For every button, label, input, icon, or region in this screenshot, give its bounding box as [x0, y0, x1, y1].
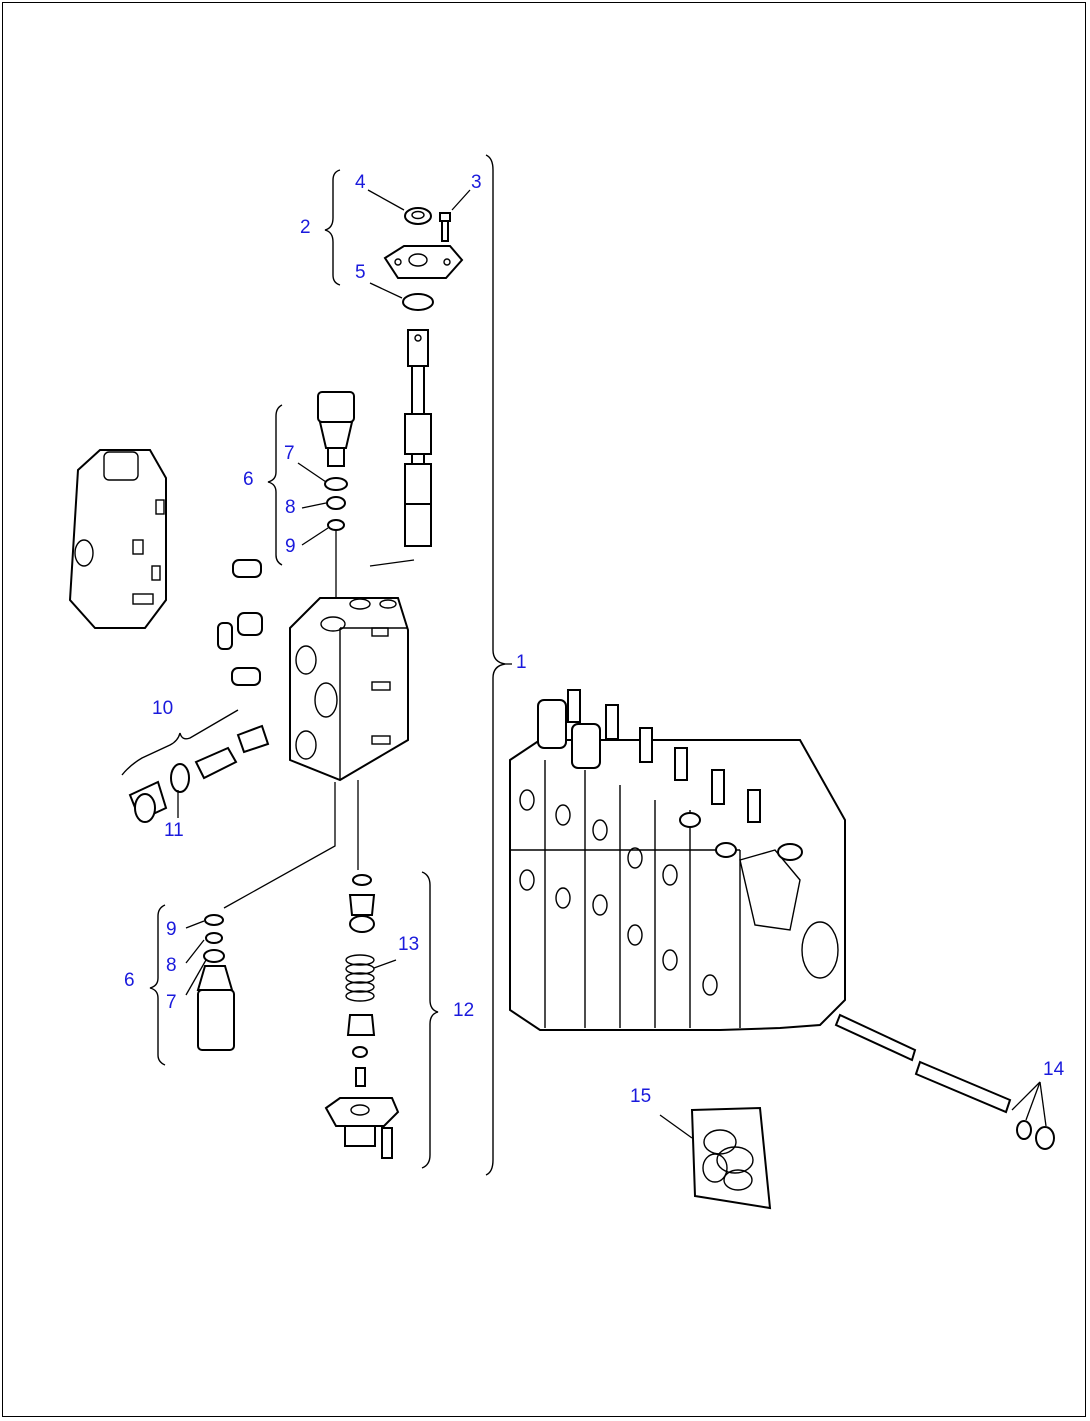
bracket-part-6-lower [149, 904, 166, 1066]
o-ring-part-9-upper [327, 519, 345, 531]
callout-9-upper: 9 [285, 536, 296, 557]
o-ring-part-5 [402, 293, 434, 311]
check-valve-part-10 [194, 724, 270, 780]
relief-valve-upper [317, 391, 355, 467]
o-ring-part-7-lower [203, 949, 225, 963]
callout-5: 5 [355, 262, 366, 283]
spool [404, 329, 432, 547]
callout-15: 15 [630, 1086, 651, 1107]
callout-10: 10 [152, 698, 173, 719]
callout-9-lower: 9 [166, 919, 177, 940]
gasket-2 [217, 622, 233, 650]
flange-cover [383, 245, 464, 279]
main-valve-section [289, 559, 415, 782]
o-ring-part-9-lower [204, 914, 224, 926]
spring-part-13 [345, 954, 375, 1002]
o-ring-part-7-upper [324, 477, 348, 491]
valve-block-side-view [68, 449, 167, 629]
callout-7-upper: 7 [284, 443, 295, 464]
spring-seat-lower [346, 1014, 376, 1087]
bracket-part-6-upper [267, 404, 283, 566]
callout-4: 4 [355, 172, 366, 193]
callout-3: 3 [471, 172, 482, 193]
bracket-part-12 [421, 871, 439, 1169]
callout-6-lower: 6 [124, 970, 135, 991]
gasket-4 [231, 667, 261, 686]
callout-14: 14 [1043, 1059, 1065, 1080]
bolt-part-3 [439, 212, 451, 242]
callout-12: 12 [453, 1000, 474, 1021]
callout-13: 13 [398, 934, 419, 955]
gasket-3 [237, 612, 263, 636]
bracket-part-10 [121, 709, 239, 776]
callout-6-upper: 6 [243, 469, 254, 490]
callout-1: 1 [516, 652, 527, 673]
callout-2: 2 [300, 217, 311, 238]
seal-kit-part-15 [690, 1106, 772, 1210]
backup-ring-part-8-upper [326, 496, 346, 510]
callout-8-lower: 8 [166, 955, 177, 976]
washer-part-4 [404, 207, 432, 225]
control-valve-assembly [509, 689, 1055, 1150]
spring-cap [324, 1097, 400, 1159]
backup-ring-part-8-lower [205, 932, 223, 944]
callout-11: 11 [164, 820, 184, 841]
bracket-part-2 [324, 169, 341, 286]
plug-part-11 [128, 763, 190, 823]
bracket-part-1 [485, 154, 506, 1176]
callout-8-upper: 8 [285, 497, 296, 518]
callout-7-lower: 7 [166, 992, 177, 1013]
relief-valve-lower [196, 965, 235, 1051]
gasket-1 [232, 559, 262, 578]
spring-assembly [348, 874, 376, 933]
